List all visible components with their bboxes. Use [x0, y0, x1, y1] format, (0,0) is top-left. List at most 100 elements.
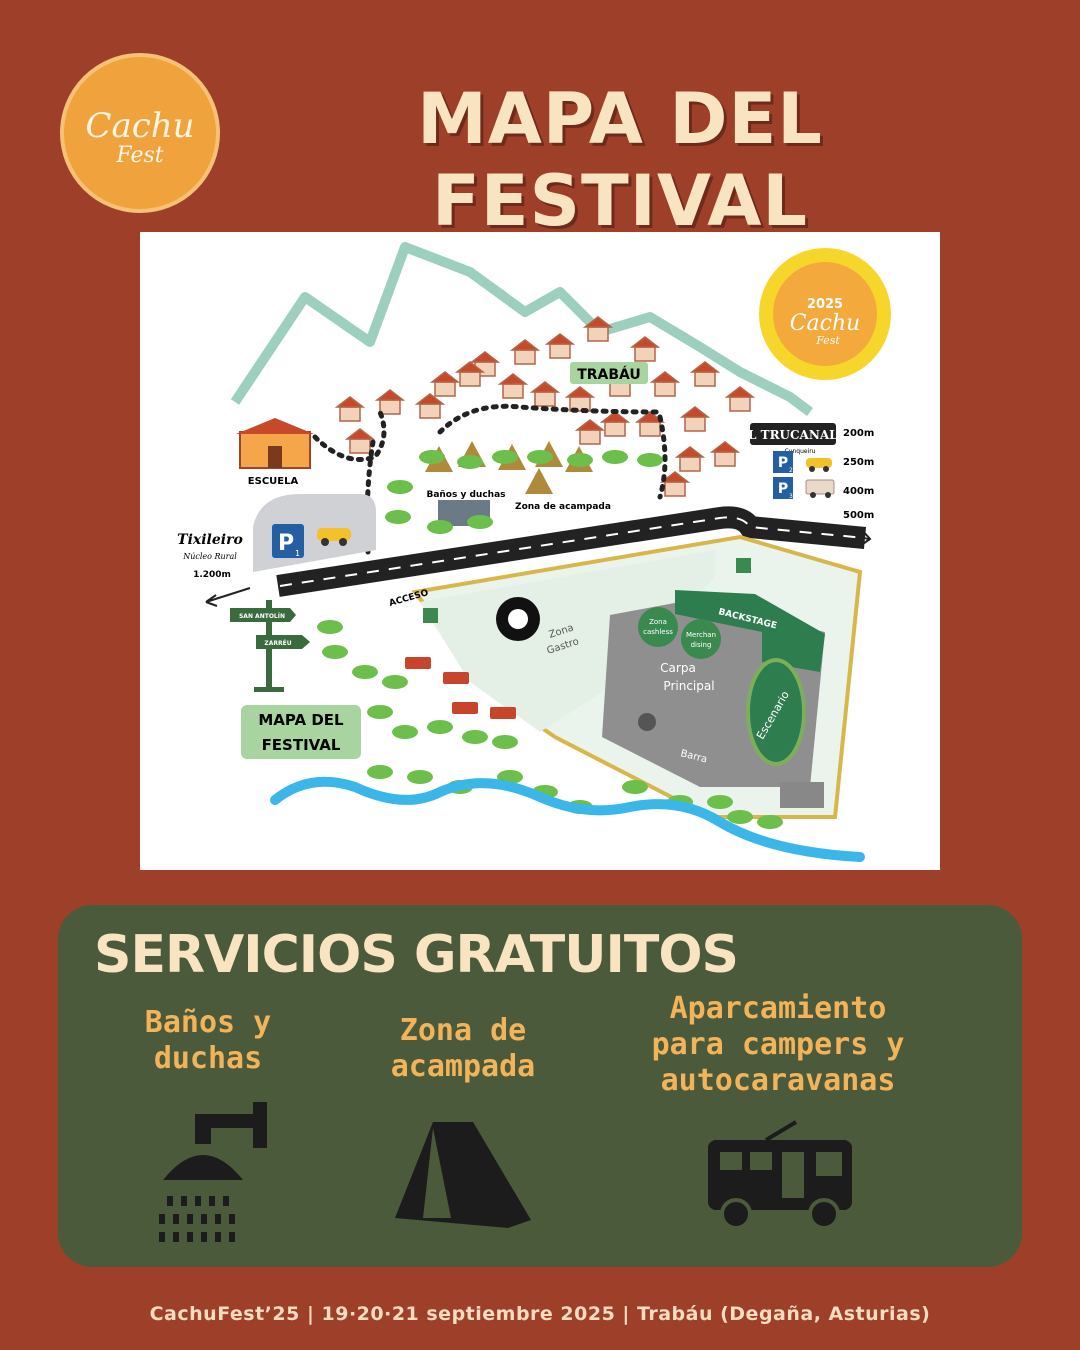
signpost-icon	[230, 600, 310, 692]
map-illustration: 2025 Cachu Fest TRABÁU ESCUELA Baños y d…	[177, 242, 891, 862]
bush-icon	[602, 450, 628, 464]
cashless-label-1: Zona	[649, 618, 667, 626]
house-roof	[679, 406, 711, 418]
free-services-panel: SERVICIOS GRATUITOS Baños y duchas Zona …	[58, 905, 1022, 1267]
house-roof	[334, 396, 366, 408]
parking-3-icon	[773, 477, 793, 499]
trucanal-sign	[750, 423, 836, 445]
house-roof	[634, 411, 666, 423]
distance-3: 400m	[843, 486, 874, 497]
bush-icon	[527, 450, 553, 464]
bush-icon	[317, 620, 343, 634]
village-label-box	[570, 362, 648, 384]
bush-icon	[567, 453, 593, 467]
distance-2: 250m	[843, 457, 874, 468]
service-label-campers: Aparcamiento para campers y autocaravana…	[618, 991, 938, 1099]
services-title: SERVICIOS GRATUITOS	[94, 925, 739, 985]
bush-icon	[492, 450, 518, 464]
backstage-area	[675, 590, 825, 672]
house-roof	[659, 471, 691, 483]
baths-label: Baños y duchas	[426, 490, 505, 500]
trucanal-sub: Cunqueiru	[784, 448, 815, 455]
bush-icon	[492, 735, 518, 749]
parking-1-letter: P	[278, 531, 294, 556]
carpa-label-1: Carpa	[660, 661, 696, 675]
parking-3-num: 3	[789, 493, 793, 500]
tent-icon	[395, 1122, 531, 1228]
footprint-trails	[312, 403, 668, 555]
bush-icon	[467, 515, 493, 529]
sun-icon	[759, 248, 891, 380]
house-icon	[604, 421, 626, 437]
bush-icon	[622, 780, 648, 794]
map-label-2: FESTIVAL	[262, 736, 341, 754]
house-icon	[684, 416, 706, 432]
logo-text: Cachu Fest	[64, 109, 216, 171]
village-houses	[334, 316, 756, 497]
bar-icon	[638, 713, 656, 731]
parking-1-icon	[272, 524, 304, 558]
bush-icon	[367, 765, 393, 779]
house-roof	[709, 441, 741, 453]
house-roof	[582, 316, 614, 328]
house-icon	[502, 383, 524, 399]
house-roof	[414, 393, 446, 405]
parking-2-icon	[773, 451, 793, 473]
service-baths-line1: Baños y	[144, 1005, 272, 1040]
house-icon	[579, 429, 601, 445]
car-p1-icon	[317, 528, 351, 546]
house-roof	[509, 339, 541, 351]
house-roof	[574, 419, 606, 431]
house-roof	[497, 373, 529, 385]
house-roof	[629, 336, 661, 348]
house-roof	[564, 386, 596, 398]
house-roof	[649, 371, 681, 383]
house-icon	[349, 438, 371, 454]
house-icon	[609, 381, 631, 397]
map-label-1: MAPA DEL	[258, 711, 344, 729]
bush-icon	[367, 705, 393, 719]
logo-line1: Cachu	[85, 106, 195, 146]
merch-zone	[681, 619, 721, 659]
bush-icon	[387, 480, 413, 494]
house-roof	[429, 371, 461, 383]
house-roof	[454, 361, 486, 373]
bush-icon	[427, 520, 453, 534]
parking-3-letter: P	[778, 481, 788, 497]
house-icon	[634, 346, 656, 362]
carpa-label-2: Principal	[663, 679, 714, 693]
camp-tent-icon	[525, 468, 553, 494]
house-roof	[344, 428, 376, 440]
shower-icon	[159, 1102, 267, 1242]
gastro-area	[420, 550, 715, 732]
map-label-box	[241, 705, 361, 759]
distance-1: 200m	[843, 428, 874, 439]
sign-2: ZARRÉU	[264, 639, 291, 647]
service-baths-line2: duchas	[153, 1041, 263, 1076]
bush-icon	[427, 720, 453, 734]
village-label: TRABÁU	[577, 366, 641, 383]
exit-icon-2	[736, 558, 751, 573]
parking-2-num: 2	[789, 467, 793, 474]
tents	[425, 441, 593, 494]
school-label: ESCUELA	[248, 476, 299, 487]
logo-line2: Fest	[116, 143, 164, 168]
stage	[746, 658, 806, 766]
picnic-table-icon	[452, 702, 478, 714]
camping-label: Zona de acampada	[515, 502, 611, 512]
house-icon	[729, 396, 751, 412]
bush-icon	[457, 455, 483, 469]
house-roof	[599, 411, 631, 423]
car-icon	[806, 458, 832, 472]
service-campers-line1: Aparcamiento	[669, 991, 887, 1026]
sun-brand-sub: Fest	[815, 334, 840, 347]
picnic-tables	[405, 657, 516, 719]
house-roof	[674, 446, 706, 458]
footer-text: CachuFest’25 | 19·20·21 septiembre 2025 …	[149, 1303, 931, 1325]
service-label-baths: Baños y duchas	[108, 1005, 308, 1077]
trucanal-label: IL TRUCANAL	[742, 428, 838, 442]
merch-label-2: dising	[691, 641, 712, 649]
mountain-line	[230, 242, 813, 416]
house-roof	[689, 361, 721, 373]
